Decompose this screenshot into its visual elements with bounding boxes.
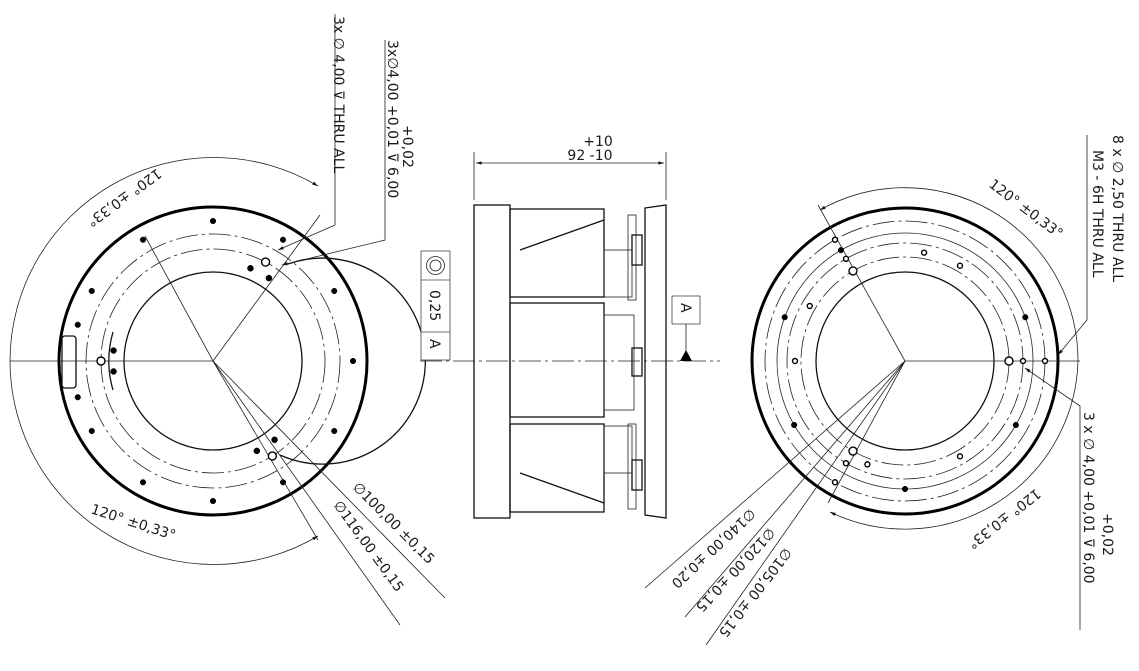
hole-mark [279,236,287,243]
hole-mark [74,321,81,328]
hole-mark [1004,356,1014,366]
hole-mark [842,459,850,467]
width-value: 92 -10 [567,148,612,164]
hole-mark [88,287,95,295]
hole-mark [920,249,928,256]
hole-mark [1041,357,1049,365]
right-thread-callout-1: 8 x ∅ 2,50 THRU ALL [1109,135,1125,282]
hole-mark [837,247,845,254]
side-slot [61,335,77,389]
angle-dimension-bottom [9,360,319,565]
left-thru-hole-callout: 3x ∅ 4,00 ⊽ THRU ALL [330,16,346,173]
hole-mark [110,347,117,354]
datum-label: A [677,303,693,313]
top-plate [644,204,667,519]
hole-mark [1019,357,1027,365]
hole-mark [848,266,858,276]
feature-control-frame [420,250,451,361]
left-front-view [9,14,446,626]
hole-mark [349,357,357,365]
right-angle-top-label: 120° ±0,33° [986,176,1066,242]
hole-mark [279,479,287,486]
right-pin-upper-tol: +0,02 [1099,513,1115,556]
angle-dimension-bottom [829,360,1079,530]
right-back-view [644,135,1088,646]
inner-ring-groove [279,257,426,465]
hole-mark [331,287,338,295]
hole-mark [956,262,964,269]
hole-mark [1022,314,1029,321]
hole-mark [74,394,81,401]
hole-mark [864,461,871,468]
hole-mark [247,265,254,272]
datum-triangle-icon [680,350,692,361]
fcf-datum: A [426,339,442,349]
hole-mark [209,217,217,225]
hole-mark [88,427,95,435]
hole-mark [791,421,798,429]
hole-mark [848,446,858,456]
left-depth-hole-callout: 3x∅4,00 +0,01 ⊽ 6,00 [384,40,400,198]
left-depth-hole-upper-tol: +0,02 [399,125,415,168]
center-block [509,302,605,418]
hole-mark [139,479,147,486]
hole-mark [253,447,261,455]
hole-mark [271,436,278,444]
hole-mark [901,485,909,493]
hole-mark [791,357,799,365]
base-plate [473,204,511,519]
hole-mark [806,302,813,310]
right-thread-callout-2: M3 - 6H THRU ALL [1089,150,1105,278]
hole-mark [96,356,106,366]
angle-dimension-top [9,157,319,362]
hole-mark [139,236,147,243]
hole-mark [956,453,964,460]
hole-mark [831,479,839,486]
hole-mark [1012,421,1019,429]
width-upper-tol: +10 [583,134,613,150]
right-pin-callout: 3 x ∅ 4,00 +0,01 ⊽ 6,00 [1080,412,1096,584]
side-view [420,152,720,519]
fcf-tolerance: 0,25 [426,290,442,321]
hole-mark [267,451,278,461]
hole-mark [209,497,217,505]
angle-dimension-top [819,187,1079,362]
hole-mark [110,368,117,375]
concentricity-icon [426,256,445,275]
hole-mark [781,314,788,321]
hole-mark [260,257,271,267]
hole-mark [842,255,850,263]
hole-mark [331,427,338,435]
hole-mark [265,274,273,282]
hole-mark [831,236,839,243]
